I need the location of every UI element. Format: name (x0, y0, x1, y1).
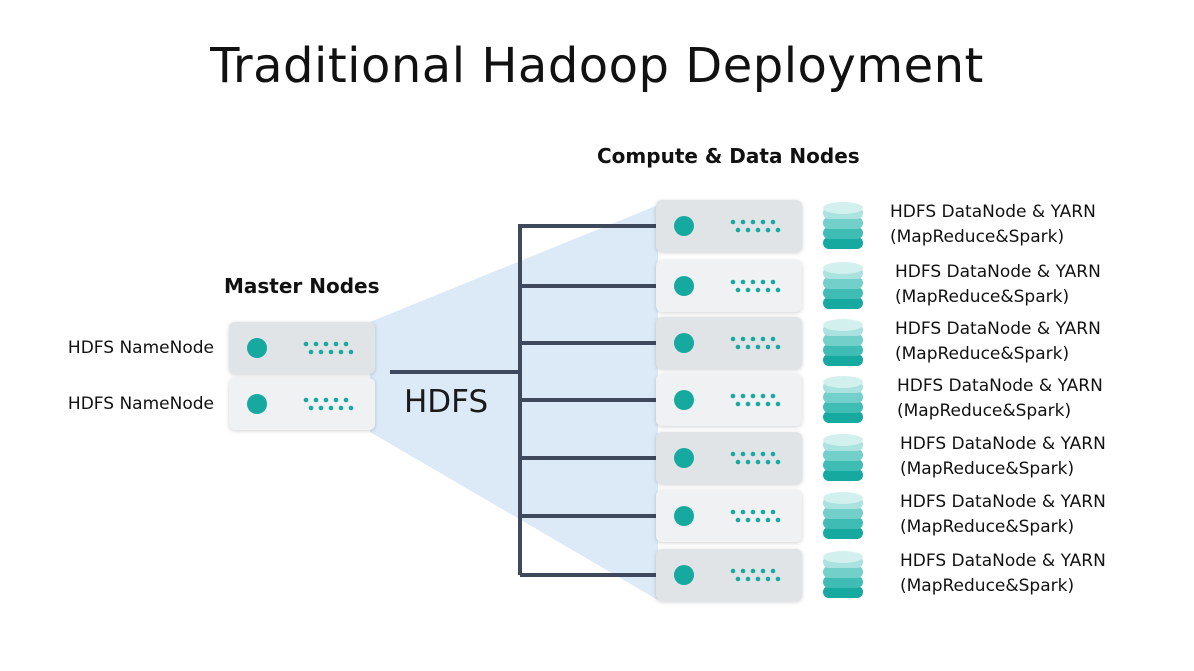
master-section-heading: Master Nodes (224, 274, 380, 298)
database-icon (823, 319, 863, 366)
master-node-label: HDFS NameNode (67, 394, 214, 414)
status-led-icon (674, 565, 694, 585)
data-node-server (656, 549, 802, 601)
vent-dots-icon (730, 451, 781, 465)
page-title: Traditional Hadoop Deployment (210, 38, 984, 94)
data-node-role: HDFS DataNode & YARN (897, 376, 1103, 396)
storage-icon (822, 433, 864, 483)
status-led-icon (247, 394, 267, 414)
data-node-role: HDFS DataNode & YARN (900, 492, 1106, 512)
data-node-label: HDFS DataNode & YARN (MapReduce&Spark) (895, 317, 1101, 367)
vent-dots-icon (730, 393, 781, 407)
data-node-services: (MapReduce&Spark) (900, 459, 1075, 479)
storage-icon (822, 550, 864, 600)
hdfs-fan-area (370, 205, 658, 600)
data-node-server (656, 200, 802, 252)
vent-dots-icon (730, 509, 781, 523)
status-led-icon (674, 216, 694, 236)
data-node-role: HDFS DataNode & YARN (900, 551, 1106, 571)
data-node-server (656, 432, 802, 484)
database-icon (823, 202, 863, 249)
vent-dots-icon (303, 341, 354, 355)
database-icon (823, 434, 863, 481)
storage-icon (822, 318, 864, 368)
data-node-label: HDFS DataNode & YARN (MapReduce&Spark) (900, 432, 1106, 482)
master-server (229, 322, 375, 374)
data-node-role: HDFS DataNode & YARN (895, 319, 1101, 339)
data-node-label: HDFS DataNode & YARN (MapReduce&Spark) (900, 549, 1106, 599)
data-node-server (656, 317, 802, 369)
data-node-server (656, 260, 802, 312)
compute-section-heading: Compute & Data Nodes (597, 144, 860, 168)
data-node-label: HDFS DataNode & YARN (MapReduce&Spark) (890, 200, 1096, 250)
vent-dots-icon (730, 219, 781, 233)
hdfs-network-label: HDFS (404, 384, 489, 420)
data-node-role: HDFS DataNode & YARN (900, 434, 1106, 454)
data-node-services: (MapReduce&Spark) (900, 576, 1075, 596)
data-node-services: (MapReduce&Spark) (895, 344, 1070, 364)
data-node-services: (MapReduce&Spark) (900, 517, 1075, 537)
data-node-services: (MapReduce&Spark) (890, 227, 1065, 247)
master-node-label: HDFS NameNode (67, 338, 214, 358)
data-node-services: (MapReduce&Spark) (895, 287, 1070, 307)
status-led-icon (674, 448, 694, 468)
status-led-icon (247, 338, 267, 358)
vent-dots-icon (730, 279, 781, 293)
data-node-services: (MapReduce&Spark) (897, 401, 1072, 421)
database-icon (823, 376, 863, 423)
vent-dots-icon (730, 336, 781, 350)
vent-dots-icon (303, 397, 354, 411)
storage-icon (822, 261, 864, 311)
branch-lines (520, 224, 656, 577)
database-icon (823, 551, 863, 598)
master-server (229, 378, 375, 430)
database-icon (823, 492, 863, 539)
vent-dots-icon (730, 568, 781, 582)
storage-icon (822, 201, 864, 251)
status-led-icon (674, 390, 694, 410)
data-node-server (656, 490, 802, 542)
status-led-icon (674, 333, 694, 353)
status-led-icon (674, 506, 694, 526)
storage-icon (822, 375, 864, 425)
storage-icon (822, 491, 864, 541)
data-node-role: HDFS DataNode & YARN (895, 262, 1101, 282)
status-led-icon (674, 276, 694, 296)
data-node-role: HDFS DataNode & YARN (890, 202, 1096, 222)
data-node-label: HDFS DataNode & YARN (MapReduce&Spark) (897, 374, 1103, 424)
data-node-server (656, 374, 802, 426)
data-node-label: HDFS DataNode & YARN (MapReduce&Spark) (900, 490, 1106, 540)
data-node-label: HDFS DataNode & YARN (MapReduce&Spark) (895, 260, 1101, 310)
database-icon (823, 262, 863, 309)
